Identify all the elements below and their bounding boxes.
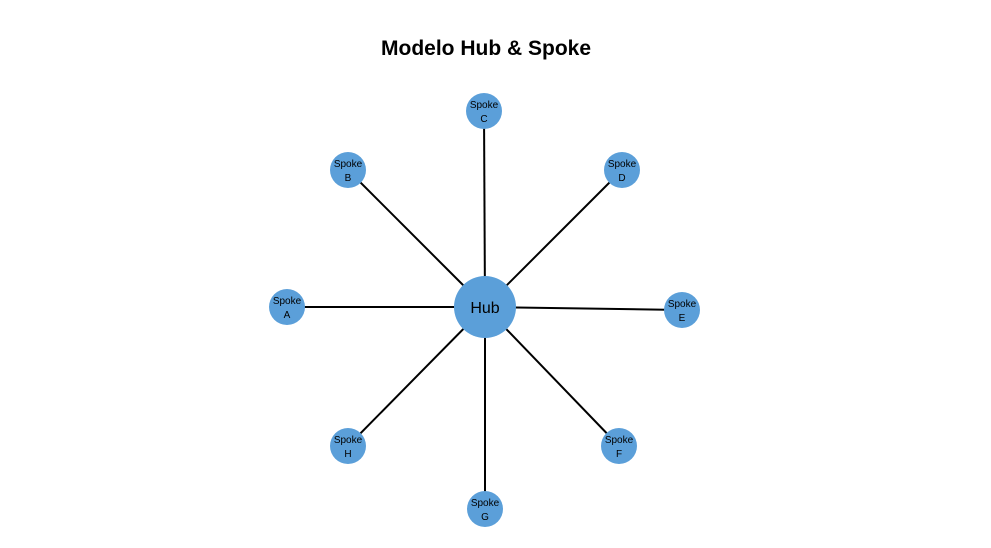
spoke-label-line2: D — [618, 173, 625, 184]
hub-node: Hub — [454, 276, 516, 338]
spoke-label-line1: Spoke — [273, 296, 302, 307]
edge-hub-spoke-c — [483, 110, 486, 308]
spoke-label-line1: Spoke — [668, 299, 697, 310]
spoke-label-line1: Spoke — [608, 159, 637, 170]
spoke-circle — [467, 491, 503, 527]
spoke-label-line1: Spoke — [605, 435, 634, 446]
hub-circle — [454, 276, 516, 338]
spoke-label-line1: Spoke — [334, 435, 363, 446]
spoke-label-line2: C — [480, 114, 487, 125]
spoke-label-line2: A — [284, 310, 291, 321]
spoke-label-line2: B — [345, 173, 352, 184]
spoke-circle — [330, 428, 366, 464]
edge-hub-spoke-h — [347, 306, 486, 447]
spoke-label-line2: E — [679, 313, 686, 324]
spoke-label-line1: Spoke — [334, 159, 363, 170]
spoke-circle — [604, 152, 640, 188]
spoke-label-line1: Spoke — [470, 100, 499, 111]
spoke-label-line1: Spoke — [471, 498, 500, 509]
spoke-circle — [601, 428, 637, 464]
edge-hub-spoke-f — [484, 306, 620, 447]
edge-hub-spoke-d — [484, 169, 623, 308]
spoke-circle — [466, 93, 502, 129]
spoke-circle — [330, 152, 366, 188]
spoke-label-line2: G — [481, 512, 489, 523]
spoke-circle — [664, 292, 700, 328]
spoke-circle — [269, 289, 305, 325]
spoke-label-line2: H — [344, 449, 351, 460]
spoke-label-line2: F — [616, 449, 622, 460]
edges-layer — [287, 110, 683, 509]
diagram-title: Modelo Hub & Spoke — [381, 37, 591, 60]
edge-hub-spoke-b — [347, 169, 486, 308]
edge-hub-spoke-e — [484, 306, 683, 311]
hub-label: Hub — [470, 300, 499, 317]
